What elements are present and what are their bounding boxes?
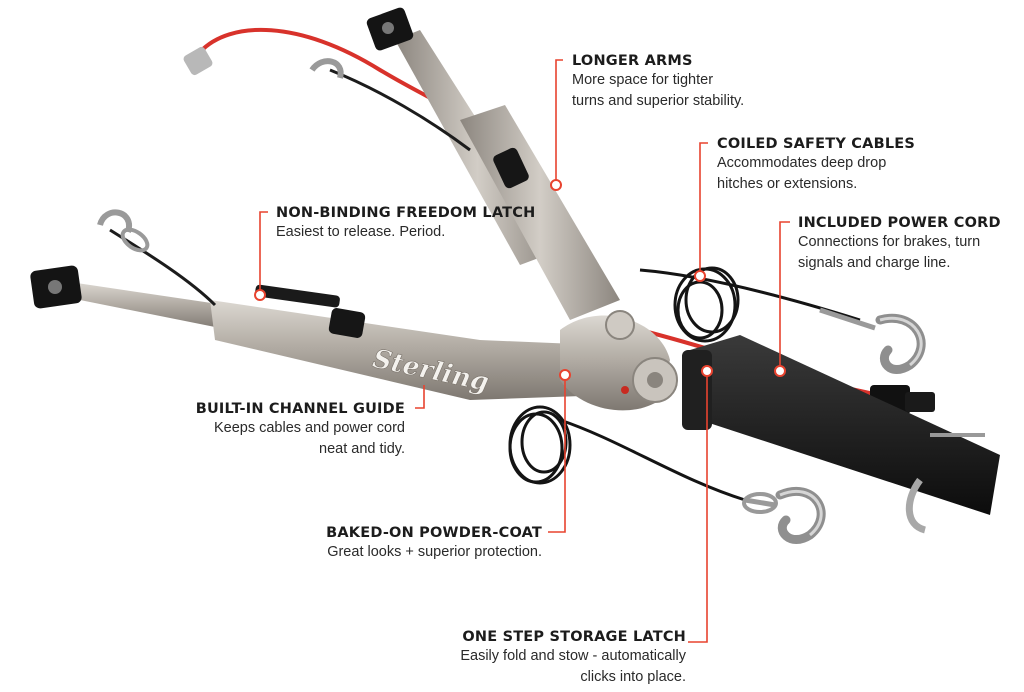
upper-arm xyxy=(395,30,620,320)
callout-coiled-cables: COILED SAFETY CABLES Accommodates deep d… xyxy=(717,135,915,195)
callout-dots xyxy=(254,179,786,381)
safety-hook-lower xyxy=(742,486,826,544)
callout-line: Easiest to release. Period. xyxy=(276,224,446,240)
lower-arm-mount-bracket xyxy=(30,265,82,309)
callout-leaders xyxy=(259,59,790,643)
callout-line: Keeps cables and power cord xyxy=(213,420,405,436)
callout-title: BAKED-ON POWDER-COAT xyxy=(326,525,542,541)
leader-powder-coat xyxy=(548,376,566,533)
callout-line: turns and superior stability. xyxy=(572,93,745,109)
power-plug-connector xyxy=(183,46,935,415)
coiled-safety-cable-lower xyxy=(508,405,746,502)
leader-power-cord xyxy=(779,221,790,368)
callout-storage-latch: ONE STEP STORAGE LATCH Easily fold and s… xyxy=(430,628,686,688)
callout-channel-guide: BUILT-IN CHANNEL GUIDE Keeps cables and … xyxy=(190,400,405,460)
callout-title: NON-BINDING FREEDOM LATCH xyxy=(276,205,536,221)
callout-freedom-latch: NON-BINDING FREEDOM LATCH Easiest to rel… xyxy=(276,204,535,243)
callout-line: More space for tighter xyxy=(572,72,714,88)
upper-arm-mount-bracket xyxy=(366,7,414,51)
callout-line: Connections for brakes, turn xyxy=(798,234,981,250)
callout-line: clicks into place. xyxy=(580,669,686,685)
callout-title: COILED SAFETY CABLES xyxy=(717,136,916,152)
callout-line: Great looks + superior protection. xyxy=(327,544,542,560)
leader-channel-guide xyxy=(415,385,425,409)
callout-title: INCLUDED POWER CORD xyxy=(798,215,1001,231)
receiver-tube xyxy=(682,335,1000,534)
callout-line: Easily fold and stow - automatically xyxy=(460,648,686,664)
callout-title: BUILT-IN CHANNEL GUIDE xyxy=(195,401,405,417)
pivot-hub xyxy=(560,310,678,411)
callout-line: signals and charge line. xyxy=(798,255,951,271)
callout-title: ONE STEP STORAGE LATCH xyxy=(462,629,686,645)
leader-coiled-cables xyxy=(699,142,708,273)
callout-line: neat and tidy. xyxy=(319,441,405,457)
lower-arm xyxy=(70,282,610,400)
coiled-safety-cable-upper xyxy=(639,266,861,343)
safety-hook-top xyxy=(309,58,471,152)
callout-powder-coat: BAKED-ON POWDER-COAT Great looks + super… xyxy=(300,524,542,563)
leader-storage-latch xyxy=(688,374,708,643)
leader-freedom-latch xyxy=(259,211,268,292)
callout-line: Accommodates deep drop xyxy=(717,155,887,171)
safety-hook-left xyxy=(97,209,217,307)
callout-longer-arms: LONGER ARMS More space for tighter turns… xyxy=(572,52,744,112)
callout-line: hitches or extensions. xyxy=(717,176,858,192)
callout-power-cord: INCLUDED POWER CORD Connections for brak… xyxy=(798,214,1001,274)
callout-title: LONGER ARMS xyxy=(572,53,693,69)
safety-hook-upper xyxy=(819,307,926,374)
leader-longer-arms xyxy=(555,59,563,182)
freedom-latch-lever xyxy=(255,284,340,308)
